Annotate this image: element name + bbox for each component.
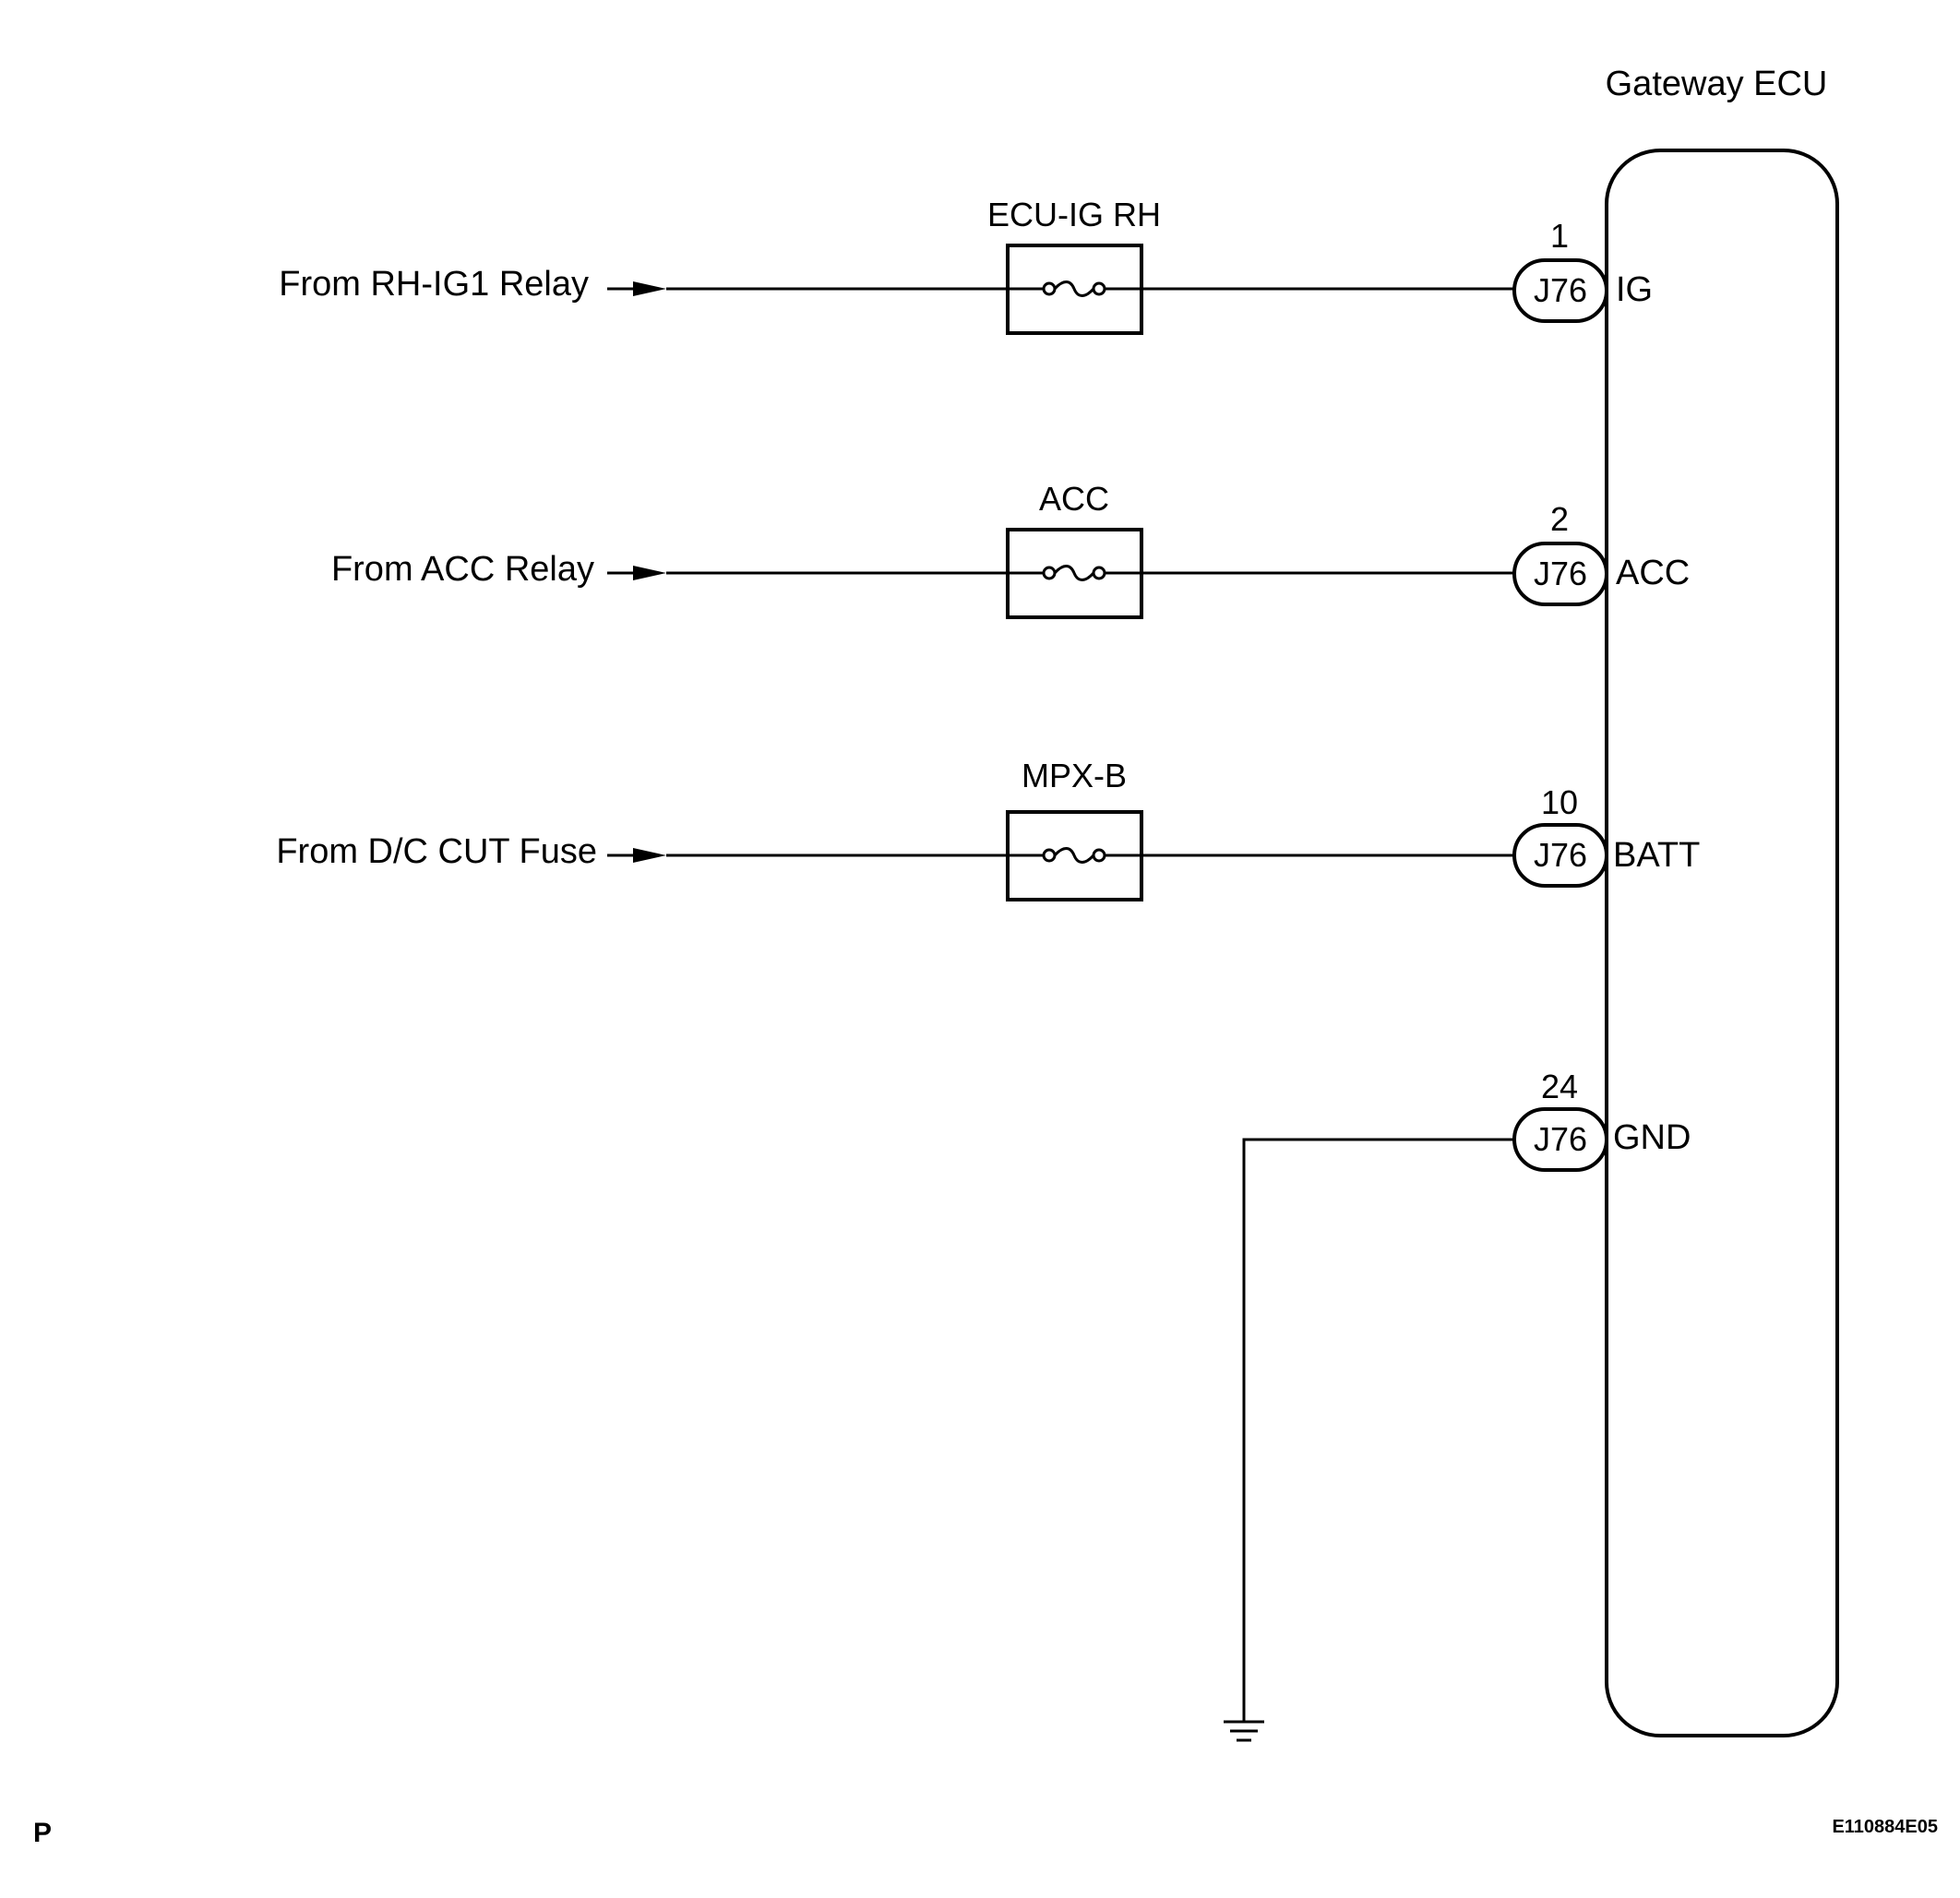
terminal-label: BATT: [1613, 836, 1700, 875]
connector-icon: [1512, 542, 1608, 606]
connector-label: J76: [1534, 555, 1587, 592]
fuse-icon: [1006, 528, 1143, 619]
fuse-icon: [1006, 244, 1143, 335]
connector-label: J76: [1534, 1120, 1587, 1158]
source-label: From RH-IG1 Relay: [279, 265, 589, 304]
arrow-icon: [633, 566, 666, 580]
circuit-acc: From ACC Relay ACC 2 J76 ACC: [331, 480, 1690, 619]
circuit-batt: From D/C CUT Fuse MPX-B 10 J76 BATT: [276, 757, 1700, 901]
arrow-icon: [633, 281, 666, 296]
connector-icon: [1512, 823, 1608, 888]
source-label: From ACC Relay: [331, 550, 594, 589]
arrow-icon: [633, 848, 666, 863]
terminal-label: IG: [1616, 270, 1653, 309]
terminal-label: GND: [1613, 1118, 1691, 1157]
pin-number: 1: [1550, 217, 1569, 255]
footer-left-mark: P: [33, 1818, 52, 1848]
ground-icon: [1224, 1720, 1264, 1742]
connector-label: J76: [1534, 271, 1587, 309]
circuit-gnd: 24 J76 GND: [1224, 1068, 1691, 1742]
terminal-label: ACC: [1616, 554, 1690, 592]
ground-wire: [1242, 1138, 1514, 1722]
fuse-label: ECU-IG RH: [987, 196, 1161, 233]
fuse-label: MPX-B: [1022, 757, 1127, 794]
fuse-label: ACC: [1039, 480, 1109, 518]
circuit-ig: From RH-IG1 Relay ECU-IG RH 1 J76 IG: [279, 196, 1653, 335]
ecu-block: [1605, 149, 1839, 1737]
ecu-title: Gateway ECU: [1606, 65, 1828, 103]
pin-number: 24: [1541, 1068, 1578, 1105]
connector-icon: [1512, 258, 1608, 323]
pin-number: 2: [1550, 500, 1569, 538]
pin-number: 10: [1541, 783, 1578, 821]
connector-label: J76: [1534, 836, 1587, 874]
fuse-icon: [1006, 810, 1143, 901]
figure-code: E110884E05: [1832, 1817, 1938, 1837]
source-label: From D/C CUT Fuse: [276, 832, 597, 871]
